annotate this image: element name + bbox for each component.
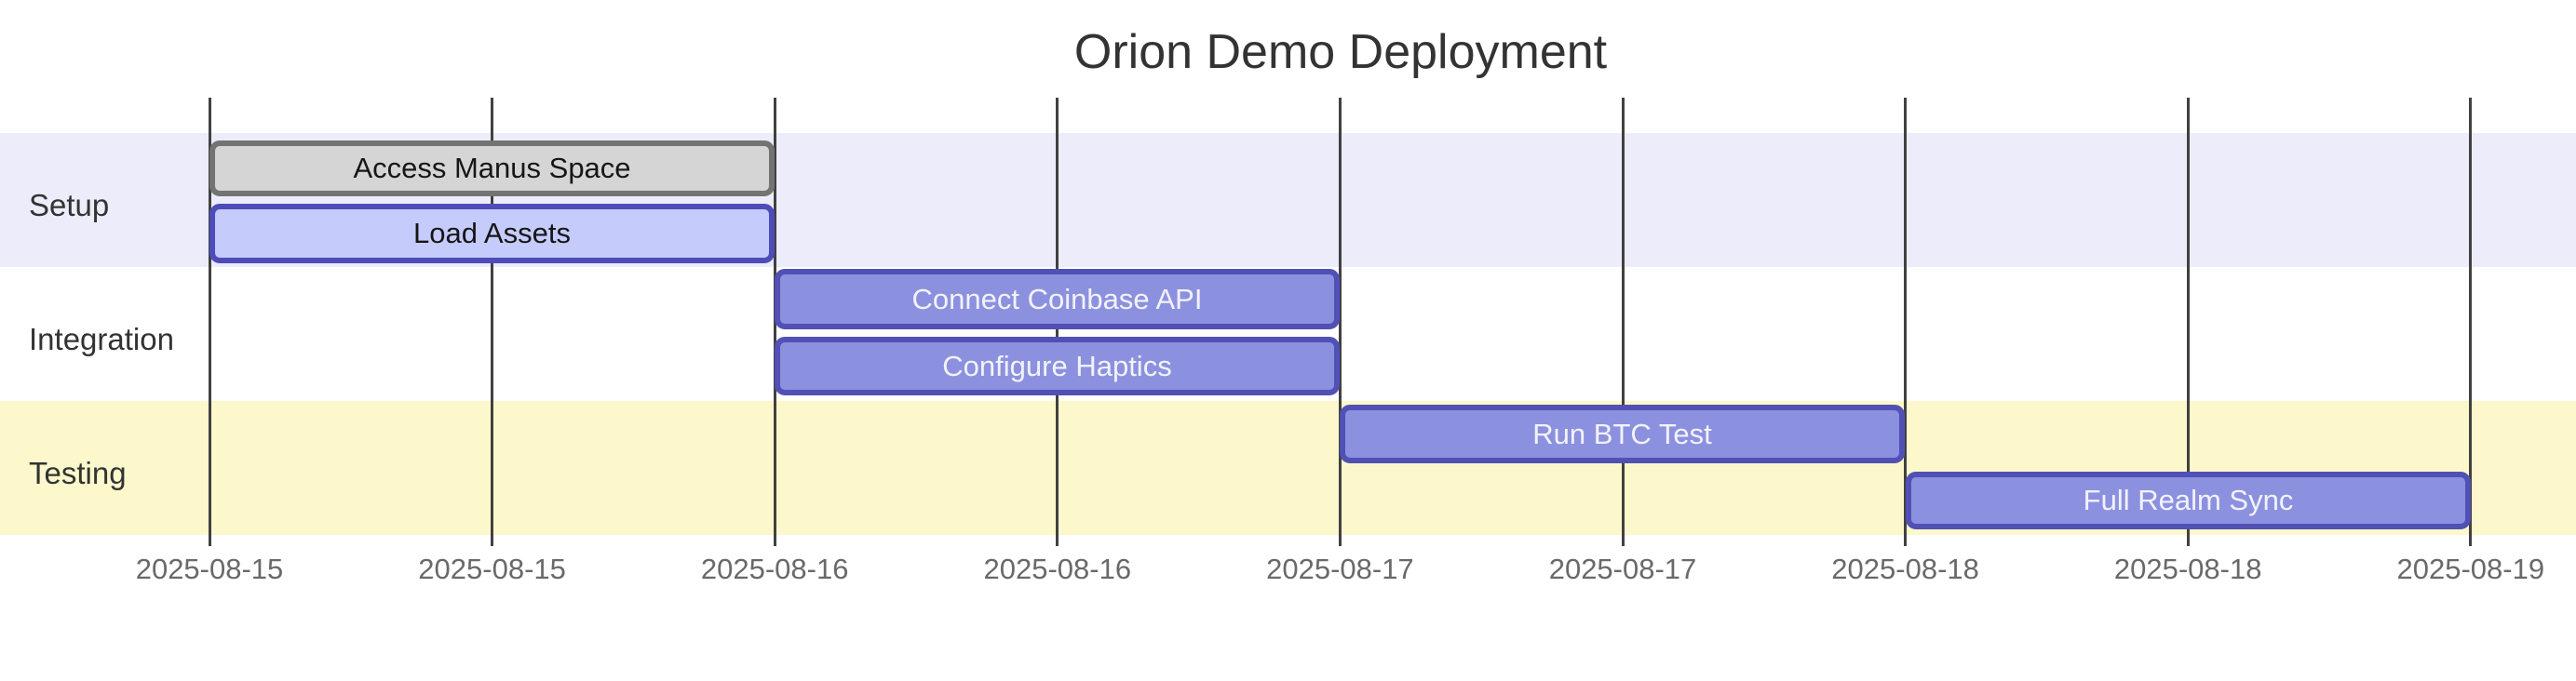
gantt-task-bar: Configure Haptics xyxy=(775,337,1340,395)
task-label: Configure Haptics xyxy=(942,349,1172,382)
gantt-task-bar: Run BTC Test xyxy=(1340,405,1905,463)
grid-line xyxy=(2186,98,2190,546)
grid-line xyxy=(491,98,494,546)
grid-line xyxy=(1904,98,1908,546)
gantt-task-bar: Access Manus Space xyxy=(209,140,775,196)
grid-line xyxy=(1338,98,1342,546)
section-label-testing: Testing xyxy=(29,456,127,490)
gantt-task-bar: Full Realm Sync xyxy=(1906,472,2471,529)
section-label-integration: Integration xyxy=(29,322,174,356)
tick-label: 2025-08-17 xyxy=(1266,553,1414,585)
tick-label: 2025-08-15 xyxy=(135,553,284,585)
tick-label: 2025-08-16 xyxy=(700,553,849,585)
chart-title: Orion Demo Deployment xyxy=(1073,25,1608,79)
tick-label: 2025-08-15 xyxy=(418,553,566,585)
grid-line xyxy=(208,98,211,546)
section-label-setup: Setup xyxy=(29,188,110,222)
task-label: Run BTC Test xyxy=(1532,417,1712,450)
tick-label: 2025-08-18 xyxy=(2113,553,2262,585)
tick-label: 2025-08-17 xyxy=(1548,553,1697,585)
tick-label: 2025-08-19 xyxy=(2396,553,2545,585)
grid-line xyxy=(1621,98,1625,546)
gantt-task-bar: Connect Coinbase API xyxy=(775,269,1340,329)
tick-label: 2025-08-18 xyxy=(1831,553,1979,585)
task-label: Connect Coinbase API xyxy=(911,282,1203,315)
task-label: Full Realm Sync xyxy=(2083,484,2294,516)
gantt-task-bar: Load Assets xyxy=(209,204,775,263)
grid-line xyxy=(2469,98,2473,546)
task-label: Access Manus Space xyxy=(353,152,631,184)
tick-label: 2025-08-16 xyxy=(983,553,1132,585)
task-label: Load Assets xyxy=(413,217,571,249)
